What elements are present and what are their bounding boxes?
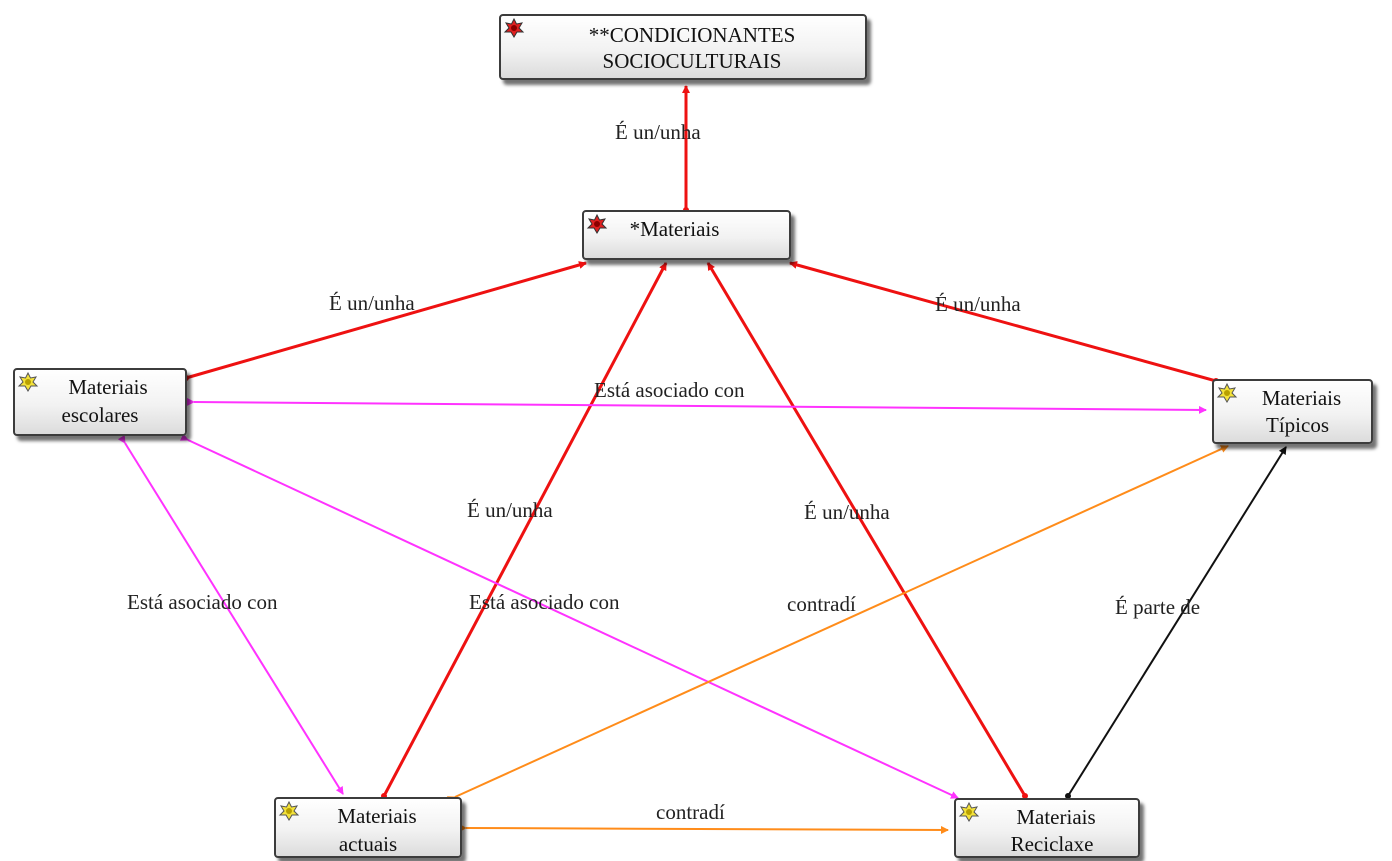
red-concept-icon [503, 17, 525, 44]
concept-line-2: Típicos [1266, 413, 1329, 437]
link-label-escolares-tipicos: Está asociado con [594, 378, 745, 402]
link-reciclaxe-materiais[interactable] [706, 262, 1028, 799]
link-label-reciclaxe-tipicos: É parte de [1115, 595, 1201, 619]
concept-materiais-tipicos[interactable]: Materiais Típicos [1212, 379, 1373, 444]
link-label-escolares-materiais: É un/unha [329, 291, 415, 315]
concept-materiais-actuais[interactable]: Materiais actuais [274, 797, 462, 858]
yellow-concept-icon [278, 800, 300, 827]
concept-line-1: Materiais [1016, 805, 1096, 829]
concept-line-2: actuais [338, 832, 398, 856]
link-escolares-tipicos[interactable] [186, 397, 1207, 414]
link-label-tipicos-materiais: É un/unha [935, 292, 1021, 316]
link-label-actuais-reciclaxe: contradí [656, 800, 725, 824]
concept-line-1: Materiais [1261, 386, 1342, 410]
concept-line-2: Reciclaxe [1010, 832, 1094, 856]
link-label-materiais-condicionantes: É un/unha [615, 120, 701, 144]
concept-materiais-escolares[interactable]: Materiais escolares [13, 368, 187, 436]
link-label-escolares-reciclaxe: Está asociado con [469, 590, 620, 614]
concept-line-1: **CONDICIONANTES [588, 23, 796, 47]
concept-line-2: escolares [61, 403, 139, 427]
red-concept-icon [586, 213, 608, 240]
link-label-actuais-materiais: É un/unha [467, 498, 553, 522]
concept-line-1: Materiais [337, 804, 417, 828]
link-label-escolares-actuais: Está asociado con [127, 590, 278, 614]
link-actuais-reciclaxe[interactable] [458, 823, 949, 834]
yellow-concept-icon [958, 801, 980, 828]
concept-materiais[interactable]: *Materiais [582, 210, 791, 260]
yellow-concept-icon [17, 371, 39, 398]
link-escolares-actuais[interactable] [117, 434, 344, 795]
link-label-actuais-tipicos: contradí [787, 592, 856, 616]
concept-line-2: SOCIOCULTURAIS [602, 49, 782, 73]
concept-condicionantes-socioculturais[interactable]: **CONDICIONANTES SOCIOCULTURAIS [499, 14, 867, 80]
link-tipicos-materiais[interactable] [789, 261, 1219, 384]
concept-materiais-reciclaxe[interactable]: Materiais Reciclaxe [954, 798, 1140, 858]
link-escolares-materiais[interactable] [183, 261, 587, 381]
link-reciclaxe-tipicos[interactable] [1065, 446, 1287, 799]
concept-line-1: Materiais [68, 375, 148, 399]
concept-line-1: *Materiais [629, 217, 720, 241]
link-label-reciclaxe-materiais: É un/unha [804, 500, 890, 524]
link-actuais-materiais[interactable] [381, 262, 668, 799]
yellow-concept-icon [1216, 382, 1238, 409]
